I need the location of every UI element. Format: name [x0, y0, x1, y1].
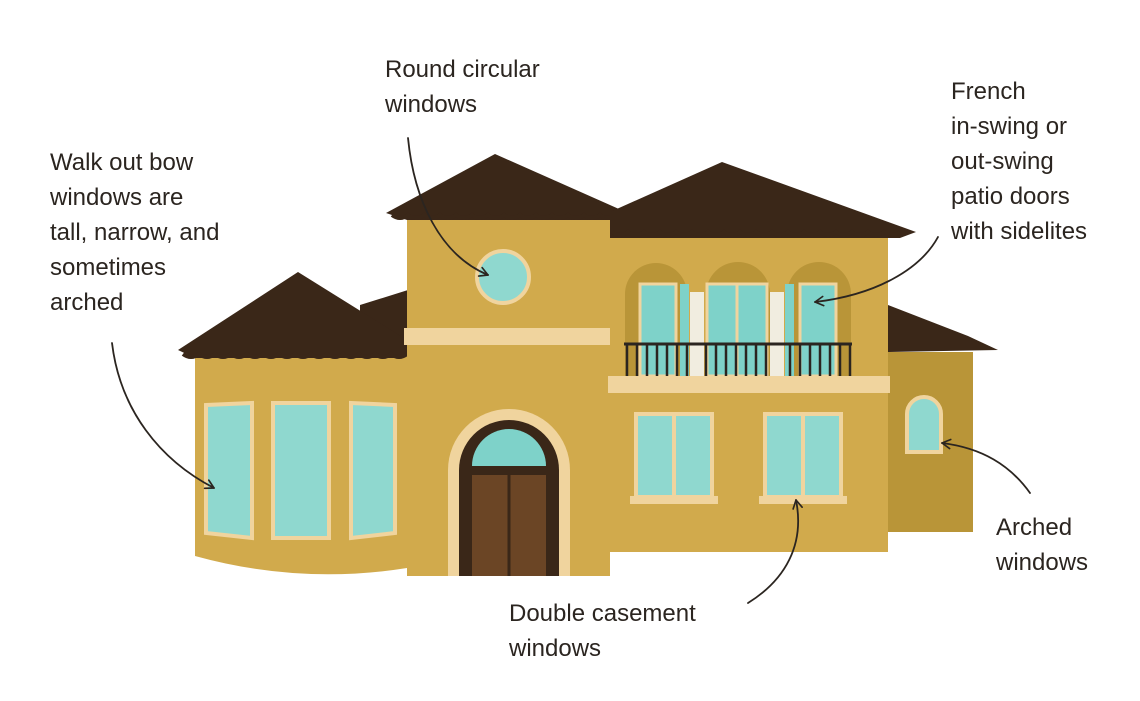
callout-round-windows-line-2: windows [385, 91, 478, 118]
callout-double-casement-line-1: Double casement [509, 600, 696, 627]
callout-arched-windows-line-1: Arched [996, 514, 1073, 541]
callout-round-windows: Round circular windows [385, 52, 540, 122]
arched-window [905, 395, 943, 454]
arrow-round-windows [407, 137, 489, 277]
bow-window-right [349, 400, 397, 541]
callout-double-casement-line-2: windows [509, 635, 602, 662]
callout-french-doors-line-1: French [951, 78, 1026, 105]
callout-bow-windows: Walk out bow windows are tall, narrow, a… [50, 145, 219, 320]
callout-bow-windows-line-5: arched [50, 289, 124, 316]
callout-french-doors-line-2: in-swing or [951, 113, 1068, 140]
callout-bow-windows-line-2: windows are [50, 184, 184, 211]
callout-double-casement: Double casement windows [509, 596, 696, 666]
right-wing-roof [888, 305, 998, 352]
patio-door-right-sidelite [785, 284, 794, 376]
main-right-roof [610, 162, 916, 238]
balcony-ledge [608, 376, 890, 393]
arrow-double-casement [747, 499, 803, 604]
callout-bow-windows-line-4: sometimes [50, 254, 167, 281]
bow-roof [178, 272, 423, 358]
callout-french-doors: French in-swing or out-swing patio doors… [951, 74, 1087, 249]
patio-door-left-sidelite [680, 284, 689, 376]
callout-round-windows-line-1: Round circular [385, 56, 540, 83]
tower-trim-band [404, 328, 612, 345]
arrow-bow-windows [111, 342, 215, 490]
tower-roof-edge [390, 212, 618, 220]
bow-roof-edge [181, 351, 425, 359]
round-window [475, 249, 531, 305]
patio-door-center-curtain-left [690, 292, 704, 376]
main-right-section [608, 162, 916, 552]
bow-window-left [204, 400, 254, 541]
bow-section [178, 272, 425, 575]
callout-arched-windows: Arched windows [996, 510, 1088, 580]
arrow-arched-windows [941, 438, 1031, 494]
callout-arched-windows-line-2: windows [996, 549, 1089, 576]
callout-bow-windows-line-1: Walk out bow [50, 149, 194, 176]
callout-arrows [111, 137, 1031, 604]
patio-door-center-curtain-right [770, 292, 784, 376]
door-transom [472, 429, 546, 466]
tower-roof [386, 154, 628, 220]
tower-section [386, 154, 628, 576]
arrow-french-doors [814, 236, 939, 307]
callout-french-doors-line-3: out-swing [951, 148, 1054, 175]
bow-window-center [271, 401, 331, 540]
callout-french-doors-line-5: with sidelites [951, 218, 1088, 245]
callout-bow-windows-line-3: tall, narrow, and [50, 219, 220, 246]
balcony-railing [624, 342, 852, 376]
casement-sill-right [759, 496, 847, 504]
main-right-roof-edge [610, 229, 902, 237]
casement-sill-left [630, 496, 718, 504]
callout-french-doors-line-4: patio doors [951, 183, 1070, 210]
